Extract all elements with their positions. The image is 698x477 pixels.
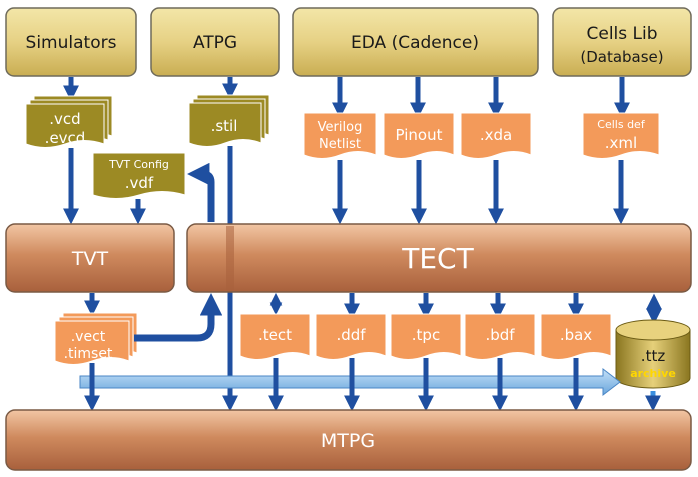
mtpg-bar: MTPG — [5, 409, 692, 471]
cells-lib-label: Cells Lib — [586, 24, 657, 44]
vcd-document-stack: .vcd .evcd — [25, 95, 113, 148]
simulators-label: Simulators — [26, 33, 117, 53]
xml-label: .xml — [605, 134, 637, 152]
cells-def-label: Cells def — [597, 118, 646, 131]
timset-label: .timset — [64, 346, 113, 362]
simulators-box: Simulators — [5, 7, 137, 77]
tect-label: TECT — [401, 242, 474, 275]
cells-lib-box: Cells Lib (Database) — [552, 7, 692, 77]
arrow-tect-vdf — [187, 162, 215, 222]
eda-label: EDA (Cadence) — [351, 33, 479, 53]
tvt-bar: TVT — [5, 223, 175, 293]
tpc-label: .tpc — [412, 326, 440, 344]
ddf-document: .ddf — [315, 313, 387, 360]
tect-file-label: .tect — [258, 326, 292, 344]
mtpg-label: MTPG — [321, 430, 375, 452]
tvt-label: TVT — [71, 248, 109, 270]
pinout-document: Pinout — [383, 112, 455, 159]
tvt-config-document: TVT Config .vdf — [92, 152, 186, 199]
bax-document: .bax — [540, 313, 612, 360]
bax-label: .bax — [560, 326, 592, 344]
evcd-label: .evcd — [45, 129, 86, 147]
verilog-label: Verilog — [318, 120, 363, 135]
ttz-label: .ttz — [641, 347, 666, 365]
eda-box: EDA (Cadence) — [292, 7, 539, 77]
tpc-document: .tpc — [390, 313, 462, 360]
vdf-label: .vdf — [125, 174, 154, 192]
cells-lib-sublabel: (Database) — [580, 48, 663, 66]
ttz-archive-cylinder: .ttz archive — [615, 319, 691, 389]
tvt-config-label: TVT Config — [108, 158, 169, 171]
atpg-label: ATPG — [193, 33, 237, 53]
atpg-box: ATPG — [150, 7, 280, 77]
ddf-label: .ddf — [336, 326, 366, 344]
tect-bar: TECT — [186, 223, 692, 293]
archive-label: archive — [630, 367, 676, 380]
xda-label: .xda — [480, 126, 512, 144]
stil-label: .stil — [211, 117, 238, 135]
vect-document-stack: .vect .timset — [54, 312, 138, 365]
stil-document-stack: .stil — [188, 94, 270, 147]
bdf-label: .bdf — [485, 326, 515, 344]
bdf-document: .bdf — [464, 313, 536, 360]
arrow-vect-tect — [134, 293, 223, 342]
netlist-label: Netlist — [319, 137, 361, 152]
verilog-netlist-document: Verilog Netlist — [303, 112, 377, 159]
vcd-label: .vcd — [49, 110, 80, 128]
pinout-label: Pinout — [396, 126, 443, 144]
cells-def-document: Cells def .xml — [582, 112, 660, 159]
xda-document: .xda — [460, 112, 532, 159]
tect-file-document: .tect — [239, 313, 311, 360]
vect-label: .vect — [71, 329, 106, 345]
